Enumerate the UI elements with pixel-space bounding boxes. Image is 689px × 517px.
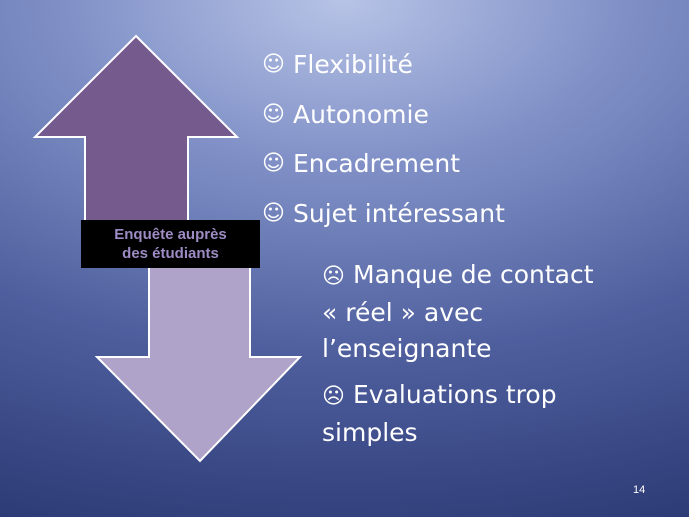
negative-point-line: simples bbox=[322, 418, 418, 447]
negative-point-simple-evaluations: ☹ Evaluations trop simples bbox=[322, 377, 594, 451]
positive-points-list: ☺ Flexibilité ☺ Autonomie ☺ Encadrement … bbox=[262, 40, 505, 238]
positive-point-interesting-subject: ☺ Sujet intéressant bbox=[262, 189, 505, 239]
smiley-icon: ☺ bbox=[262, 151, 285, 177]
negative-point-text: Evaluations trop bbox=[353, 380, 557, 409]
positive-point-flexibility: ☺ Flexibilité bbox=[262, 40, 505, 90]
negative-point-text: Manque de contact bbox=[353, 260, 594, 289]
smiley-icon: ☺ bbox=[262, 101, 285, 127]
negative-point-line: l’enseignante bbox=[322, 334, 492, 363]
positive-point-supervision: ☺ Encadrement bbox=[262, 139, 505, 189]
positive-point-autonomy: ☺ Autonomie bbox=[262, 90, 505, 140]
negative-point-line: « réel » avec bbox=[322, 298, 484, 327]
positive-point-label: Sujet intéressant bbox=[293, 198, 505, 228]
positive-point-label: Encadrement bbox=[293, 149, 461, 179]
negative-points-list: ☹ Manque de contact « réel » avec l’ensei… bbox=[322, 257, 594, 461]
positive-point-label: Autonomie bbox=[293, 99, 429, 129]
positive-point-label: Flexibilité bbox=[293, 50, 413, 80]
up-arrow bbox=[32, 34, 240, 251]
smiley-icon: ☺ bbox=[262, 52, 285, 78]
smiley-icon: ☺ bbox=[262, 200, 285, 226]
down-arrow bbox=[94, 249, 303, 463]
negative-point-line: ☹ Manque de contact bbox=[322, 257, 594, 295]
slide-page-number: 14 bbox=[633, 484, 646, 496]
frown-icon: ☹ bbox=[322, 384, 345, 409]
frown-icon: ☹ bbox=[322, 264, 345, 289]
negative-point-lack-of-contact: ☹ Manque de contact « réel » avec l’ensei… bbox=[322, 257, 594, 367]
survey-label-line1: Enquête auprès bbox=[114, 226, 227, 243]
survey-label: Enquête auprès des étudiants bbox=[81, 220, 260, 268]
negative-point-line: ☹ Evaluations trop bbox=[322, 377, 594, 415]
survey-label-line2: des étudiants bbox=[122, 245, 219, 262]
